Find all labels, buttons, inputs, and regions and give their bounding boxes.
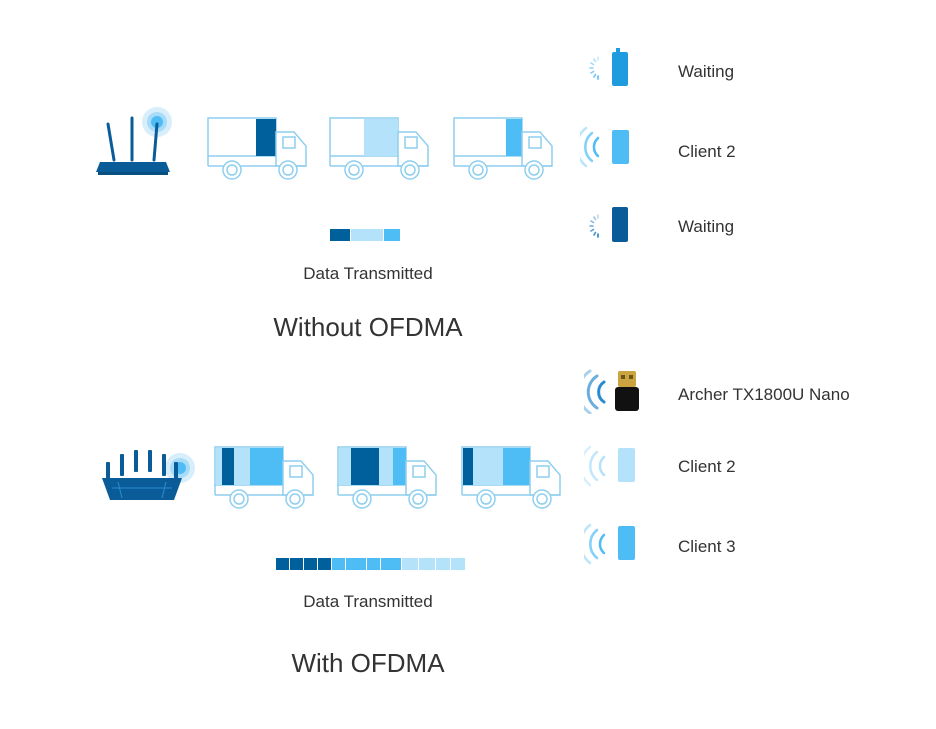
- data-segment: [332, 558, 345, 570]
- truck-icon: [329, 117, 429, 180]
- data-transmitted-caption: Data Transmitted: [303, 264, 433, 283]
- data-segment: [381, 558, 401, 570]
- truck-icon: [461, 446, 561, 509]
- data-transmitted-caption: Data Transmitted: [303, 592, 433, 611]
- truck-icon: [453, 117, 553, 180]
- data-segment: [276, 558, 289, 570]
- client-label: Waiting: [678, 217, 735, 236]
- without-ofdma-title: Without OFDMA: [273, 312, 463, 342]
- data-segment: [346, 558, 366, 570]
- loading-spinner-icon: [589, 48, 628, 86]
- truck-icon: [207, 117, 307, 180]
- wifi-signal-icon: [584, 523, 635, 565]
- data-segment: [402, 558, 418, 570]
- with-ofdma-title: With OFDMA: [291, 648, 445, 678]
- router-icon: [96, 107, 172, 175]
- truck-icon: [337, 446, 437, 509]
- data-segment: [290, 558, 303, 570]
- data-segment: [451, 558, 465, 570]
- data-segment: [419, 558, 435, 570]
- data-segment: [304, 558, 317, 570]
- client-label: Client 2: [678, 457, 736, 476]
- data-segment: [318, 558, 331, 570]
- client-label: Client 2: [678, 142, 736, 161]
- wifi-signal-icon: [580, 126, 629, 168]
- router-icon: [102, 450, 195, 500]
- wifi-signal-icon: [584, 445, 635, 487]
- data-transmitted-bar: [276, 558, 466, 570]
- usb-adapter-icon: [584, 369, 639, 414]
- data-segment: [330, 229, 350, 241]
- data-segment: [351, 229, 383, 241]
- data-transmitted-bar: [330, 229, 401, 241]
- data-segment: [384, 229, 400, 241]
- data-segment: [436, 558, 450, 570]
- client-label: Client 3: [678, 537, 736, 556]
- loading-spinner-icon: [589, 207, 628, 242]
- data-segment: [367, 558, 380, 570]
- truck-icon: [214, 446, 314, 509]
- client-label: Archer TX1800U Nano: [678, 385, 850, 404]
- client-label: Waiting: [678, 62, 735, 81]
